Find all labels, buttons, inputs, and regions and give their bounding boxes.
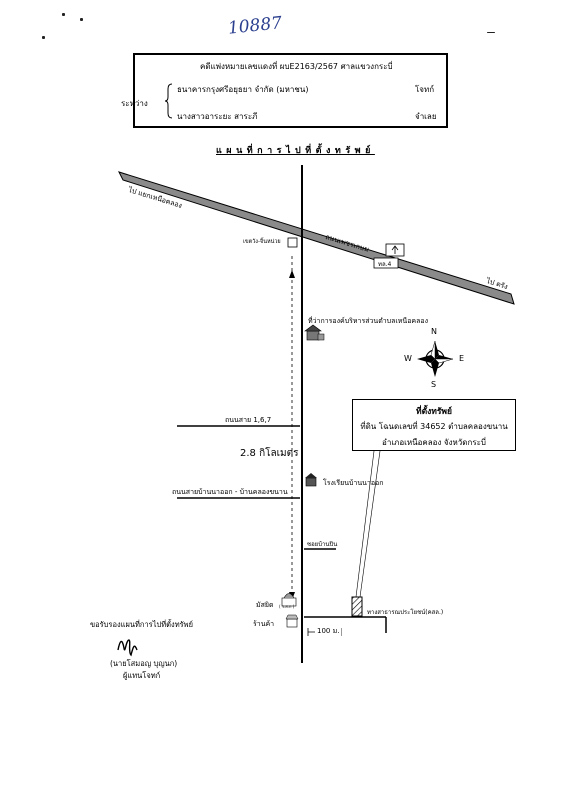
label-junction-sign: เขตวัง-จิ้นหน่วย [243, 239, 281, 245]
label-highway-no: ทล.4 [378, 261, 392, 268]
case-info-box [133, 53, 448, 128]
label-school: โรงเรียนบ้านนาออก [323, 479, 384, 487]
scan-speck [487, 32, 495, 33]
between-label: ระหว่าง [121, 99, 148, 108]
compass-e: E [459, 354, 465, 363]
case-title: คดีแพ่งหมายเลขแดงที่ ผบE2163/2567 ศาลแขว… [200, 62, 393, 71]
junction-sign-icon [287, 237, 298, 248]
signer-name: (นายโสมอญ บุญนก) [110, 659, 178, 668]
highway-number-box [373, 257, 399, 269]
callout-leader-right [359, 450, 381, 598]
scale-label: 100 ม. [315, 626, 342, 637]
map-title: แผนที่การไปที่ตั้งทรัพย์ [216, 146, 375, 156]
defendant-name: นางสาวอาระยะ สาระภี [177, 112, 258, 121]
office-building-icon [304, 324, 325, 341]
plaintiff-name: ธนาคารกรุงศรีอยุธยา จำกัด (มหาชน) [177, 85, 309, 94]
school-icon [305, 473, 317, 487]
label-shop: ร้านค้า [253, 620, 275, 628]
scan-speck [42, 36, 45, 39]
compass-w: W [404, 354, 412, 363]
callout-leader-left [355, 450, 375, 598]
route-arrow-up-icon [289, 270, 295, 278]
signature-scribble [117, 639, 138, 657]
property-callout-box [352, 399, 516, 451]
compass-rose-icon [417, 340, 454, 377]
highway-phetkasem [118, 171, 515, 305]
compass-s: S [431, 380, 437, 389]
property-heading: ที่ตั้งทรัพย์ [415, 407, 453, 417]
shop-icon [285, 614, 299, 628]
label-public-path: ทางสาธารณประโยชน์(คสล.) [367, 609, 444, 616]
shield-emblem-icon [391, 245, 399, 254]
scan-speck [62, 13, 65, 16]
compass-n: N [431, 327, 437, 336]
label-mosque-detail: ( ร.ส.ก ) [279, 604, 295, 609]
scan-speck [80, 18, 83, 21]
label-soi: ซอยบ้านปิน [307, 541, 338, 548]
property-line-2: อำเภอเหนือคลอง จังหวัดกระบี่ [382, 438, 486, 447]
plaintiff-role: โจทก์ [415, 85, 435, 94]
property-parcel [351, 596, 363, 617]
distance-label: 2.8 กิโลเมตร [240, 448, 299, 459]
certification-text: ขอรับรองแผนที่การไปที่ตั้งทรัพย์ [90, 620, 194, 629]
brace-icon [165, 83, 173, 119]
label-road-1-6-7: ถนนสาย 1,6,7 [225, 416, 272, 424]
property-line-1: ที่ดิน โฉนดเลขที่ 34652 ตำบลคลองขนาน [360, 422, 508, 431]
signer-role: ผู้แทนโจทก์ [123, 671, 161, 680]
defendant-role: จำเลย [415, 112, 437, 121]
label-ban-na-road: ถนนสายบ้านนาออก - บ้านคลองขนาน [172, 488, 288, 496]
label-mosque: มัสยิด [256, 601, 274, 609]
mosque-icon [281, 593, 297, 607]
label-subdistrict-office: ที่ว่าการองค์บริหารส่วนตำบลเหนือคลอง [308, 317, 429, 325]
